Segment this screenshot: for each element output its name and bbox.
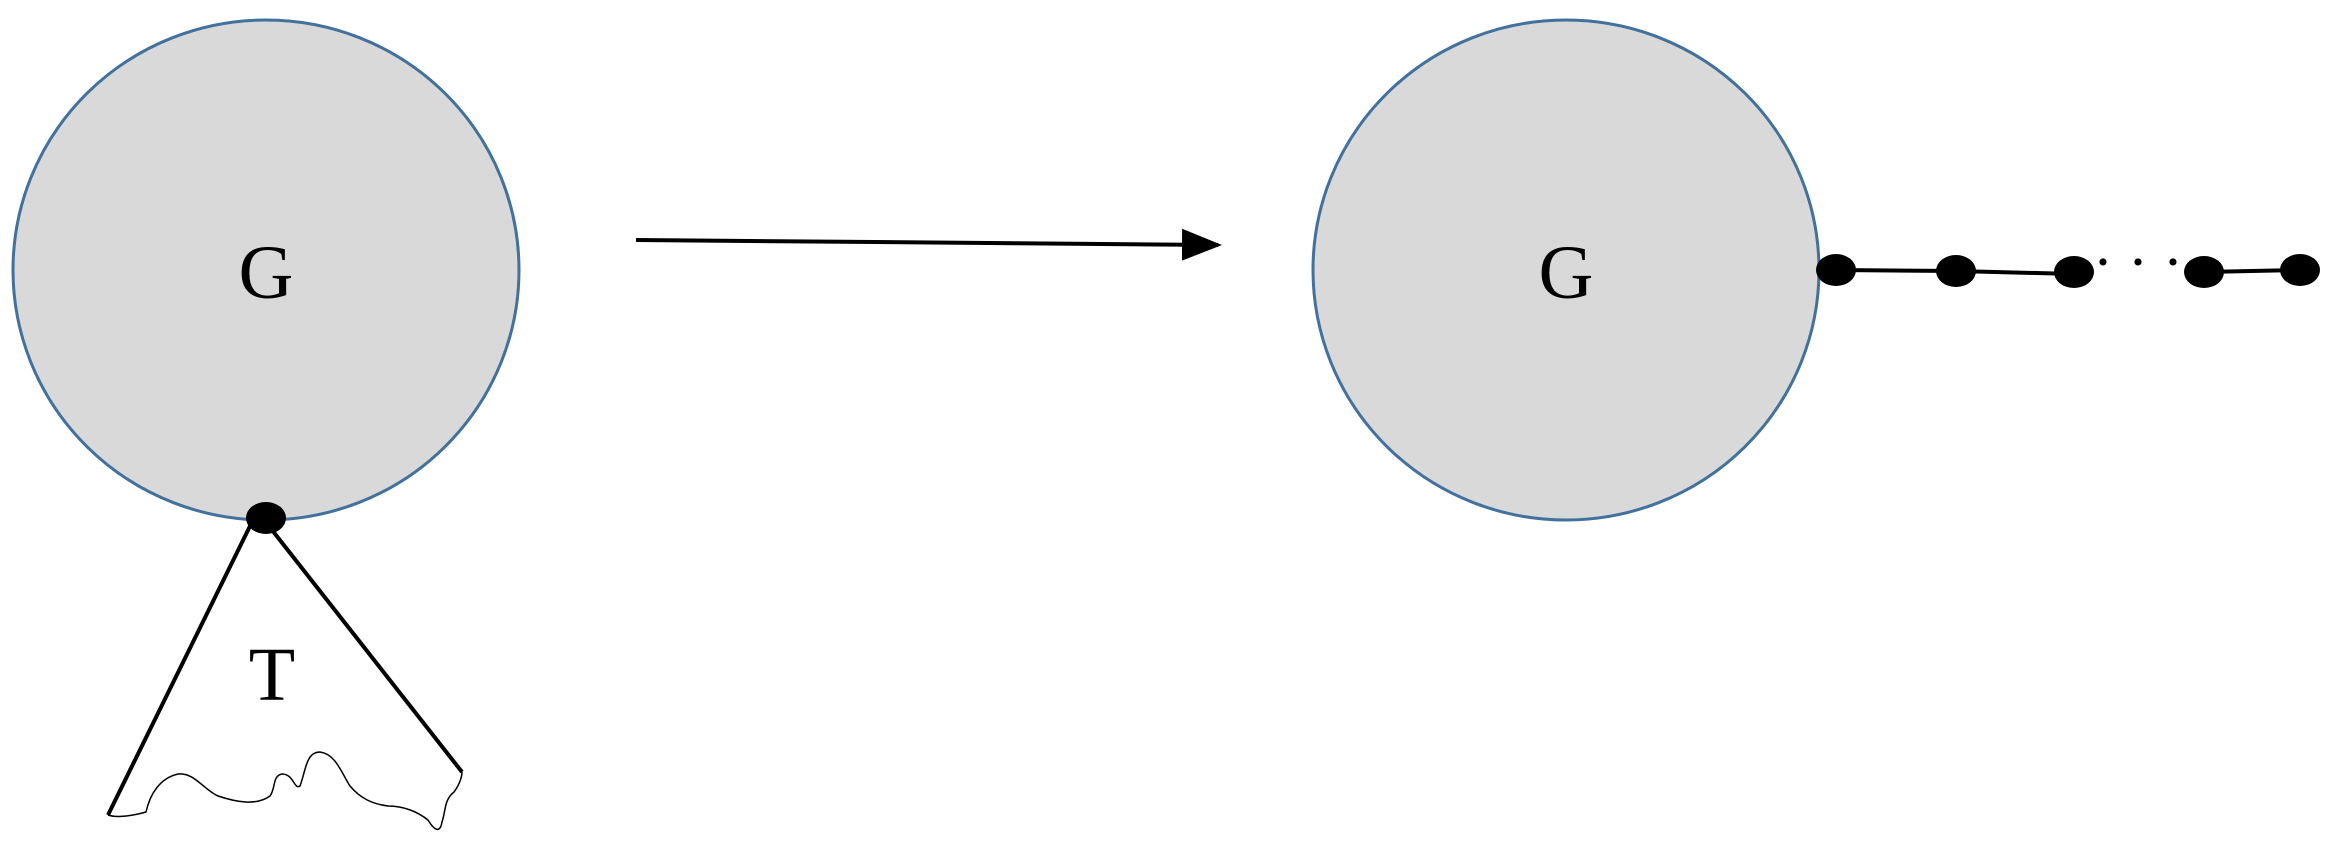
path-vertex-penultimate — [2184, 256, 2224, 288]
right-graph: G · · · — [1311, 18, 2320, 522]
tree-left-edge — [106, 521, 254, 816]
path-vertex-3 — [2054, 256, 2094, 288]
right-graph-label: G — [1539, 231, 1594, 315]
tree-bottom-boundary — [107, 751, 463, 831]
transformation-arrow — [635, 228, 1222, 261]
cut-vertex — [246, 502, 286, 534]
path-vertex-1 — [1816, 254, 1856, 286]
left-graph: G T — [11, 18, 521, 831]
path-edge-1 — [1835, 268, 1957, 273]
path-ellipsis: · · · — [2093, 229, 2183, 295]
path-vertex-last — [2280, 254, 2320, 286]
path-vertex-2 — [1936, 255, 1976, 287]
left-graph-label: G — [239, 231, 294, 315]
tree-label: T — [249, 633, 295, 717]
tree-right-edge — [270, 528, 464, 774]
